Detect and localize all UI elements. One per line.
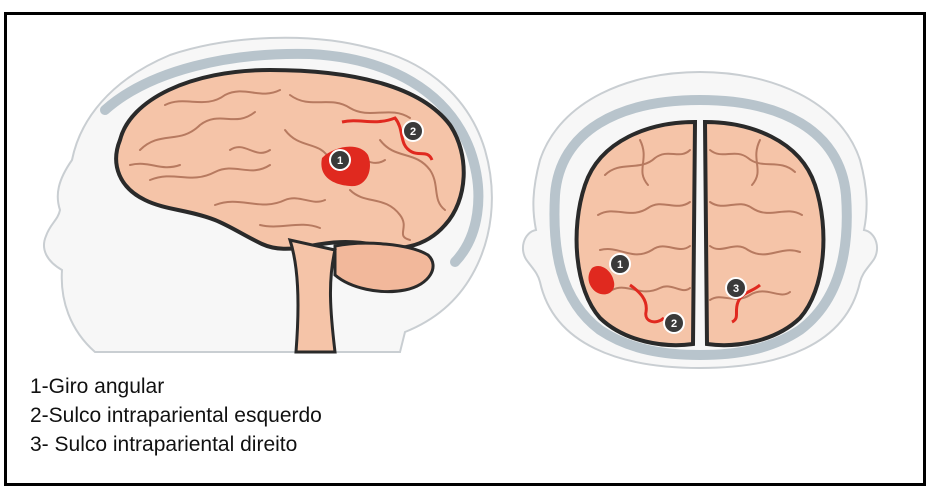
svg-text:2: 2 [671,318,677,330]
marker-1-top: 1 [610,254,630,274]
legend-item-1: 1-Giro angular [30,372,322,401]
legend: 1-Giro angular 2-Sulco intrapariental es… [30,372,322,459]
marker-2-top: 2 [664,313,684,333]
legend-item-2: 2-Sulco intrapariental esquerdo [30,401,322,430]
lateral-view: 1 2 [44,38,492,352]
brainstem [290,240,335,352]
superior-view: 1 2 3 [523,72,877,368]
svg-text:1: 1 [337,155,343,167]
marker-2-lateral: 2 [403,121,423,141]
svg-text:3: 3 [733,283,739,295]
marker-3-top: 3 [726,278,746,298]
svg-text:2: 2 [410,126,416,138]
cerebellum [335,243,433,291]
marker-1-lateral: 1 [330,150,350,170]
svg-text:1: 1 [617,259,623,271]
legend-item-3: 3- Sulco intrapariental direito [30,430,322,459]
